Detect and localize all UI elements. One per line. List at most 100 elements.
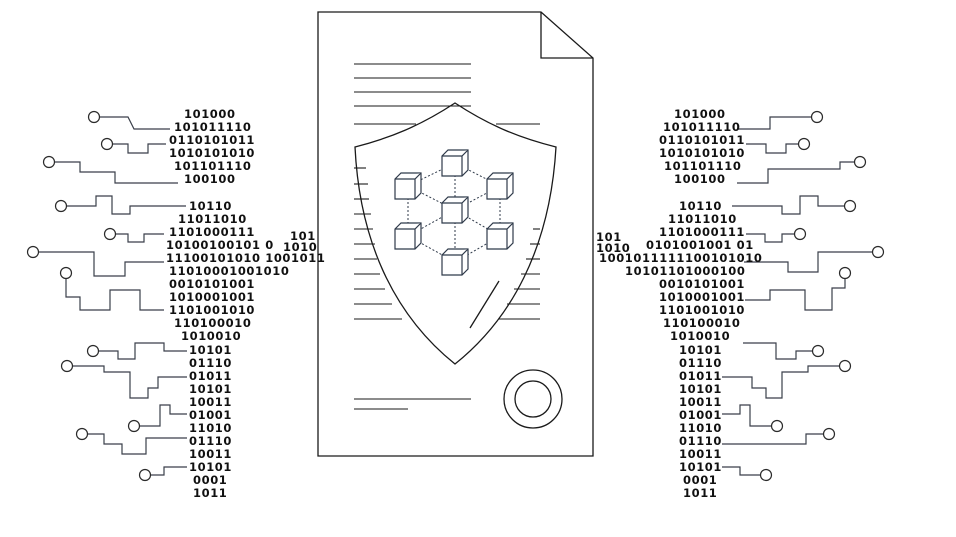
- right-circuit-trace: [722, 365, 839, 399]
- right-circuit-node: [811, 344, 825, 358]
- right-binary-row: 01110: [679, 434, 722, 448]
- left-binary-column: 1010001010111100110101011101010101010110…: [166, 107, 325, 500]
- right-circuit-trace: [738, 116, 811, 130]
- left-binary-row: 10101: [189, 382, 232, 396]
- right-circuit-node: [770, 419, 784, 433]
- left-circuit-node: [103, 227, 117, 241]
- left-circuit-node: [59, 266, 73, 280]
- left-binary-row: 100100: [184, 172, 236, 186]
- circuit-traces: [26, 110, 885, 482]
- right-circuit-node: [838, 266, 852, 280]
- left-binary-row: 10101: [189, 460, 232, 474]
- right-circuit-node: [843, 199, 857, 213]
- right-binary-row: 1010101010: [659, 146, 745, 160]
- left-circuit-node: [87, 110, 101, 124]
- left-binary-row: 101011110: [174, 120, 251, 134]
- right-circuit-trace: [743, 342, 812, 360]
- left-circuit-trace: [100, 116, 170, 130]
- left-circuit-trace: [73, 365, 187, 399]
- right-circuit-trace: [732, 195, 844, 215]
- left-binary-row: 10100100101 0: [166, 238, 274, 252]
- right-circuit-trace: [722, 404, 771, 427]
- right-binary-row: 10011: [679, 447, 722, 461]
- left-binary-row: 10101: [189, 343, 232, 357]
- left-binary-row: 11010001001010: [169, 264, 289, 278]
- right-binary-row: 100100: [674, 172, 726, 186]
- document-text-lines: [354, 63, 540, 410]
- left-center-binary: 1010: [283, 240, 317, 254]
- right-circuit-node: [822, 427, 836, 441]
- right-binary-row: 1010001001: [659, 290, 745, 304]
- left-circuit-trace: [140, 404, 187, 427]
- left-binary-row: 01110: [189, 434, 232, 448]
- left-circuit-node: [54, 199, 68, 213]
- block-cube: [441, 248, 469, 276]
- right-circuit-node: [853, 155, 867, 169]
- right-binary-column: 1010001010111100110101011101010101010110…: [599, 107, 762, 500]
- right-binary-row: 01011: [679, 369, 722, 383]
- left-binary-row: 10110: [189, 199, 232, 213]
- right-binary-row: 101000: [674, 107, 726, 121]
- left-circuit-node: [42, 155, 56, 169]
- right-binary-row: 101011110: [663, 120, 740, 134]
- right-circuit-node: [871, 245, 885, 259]
- right-binary-row: 110100010: [663, 316, 740, 330]
- right-binary-row: 1001011111100101010: [599, 251, 762, 265]
- block-cube: [394, 222, 422, 250]
- left-circuit-node: [100, 137, 114, 151]
- right-circuit-trace: [745, 279, 846, 311]
- right-binary-row: 10101: [679, 382, 722, 396]
- block-cube: [486, 222, 514, 250]
- block-cube: [394, 172, 422, 200]
- left-binary-row: 11011010: [178, 212, 247, 226]
- left-binary-row: 101101110: [174, 159, 251, 173]
- right-circuit-node: [793, 227, 807, 241]
- right-binary-row: 01001: [679, 408, 722, 422]
- left-binary-row: 01110: [189, 356, 232, 370]
- right-binary-row: 0001: [683, 473, 717, 487]
- left-circuit-node: [60, 359, 74, 373]
- right-binary-row: 10110: [679, 199, 722, 213]
- right-binary-row: 0101001001 01: [646, 238, 754, 252]
- right-circuit-trace: [737, 161, 854, 184]
- left-binary-row: 1101001010: [169, 303, 255, 317]
- right-circuit-trace: [746, 233, 794, 243]
- left-circuit-trace: [113, 143, 166, 154]
- left-circuit-node: [26, 245, 40, 259]
- left-binary-row: 0010101001: [169, 277, 255, 291]
- left-circuit-trace: [116, 233, 164, 243]
- left-binary-row: 0001: [193, 473, 227, 487]
- right-binary-row: 10101101000100: [625, 264, 745, 278]
- left-binary-row: 1101000111: [169, 225, 255, 239]
- blockchain-cubes-icon: [394, 149, 514, 276]
- document-icon: [317, 11, 594, 457]
- left-center-binary: 101: [290, 229, 316, 243]
- left-circuit-node: [127, 419, 141, 433]
- right-binary-row: 1011: [683, 486, 717, 500]
- right-binary-row: 1010010: [670, 329, 730, 343]
- left-binary-row: 10011: [189, 395, 232, 409]
- block-cube: [441, 149, 469, 177]
- block-cube: [486, 172, 514, 200]
- right-binary-row: 11011010: [668, 212, 737, 226]
- right-circuit-node: [797, 137, 811, 151]
- left-circuit-trace: [151, 466, 187, 476]
- right-binary-row: 10011: [679, 395, 722, 409]
- left-binary-row: 10011: [189, 447, 232, 461]
- left-binary-row: 110100010: [174, 316, 251, 330]
- left-binary-row: 01001: [189, 408, 232, 422]
- right-binary-row: 0110101011: [659, 133, 745, 147]
- right-circuit-trace: [746, 143, 798, 154]
- right-center-binary: 1010: [596, 241, 630, 255]
- left-circuit-trace: [65, 279, 164, 311]
- left-binary-row: 11100101010 1001011: [166, 251, 325, 265]
- left-circuit-node: [138, 468, 152, 482]
- right-circuit-node: [810, 110, 824, 124]
- seal-icon: [503, 369, 563, 429]
- right-binary-row: 10101: [679, 343, 722, 357]
- right-binary-row: 1101001010: [659, 303, 745, 317]
- left-circuit-trace: [67, 195, 186, 215]
- left-binary-row: 1011: [193, 486, 227, 500]
- left-circuit-trace: [55, 161, 178, 184]
